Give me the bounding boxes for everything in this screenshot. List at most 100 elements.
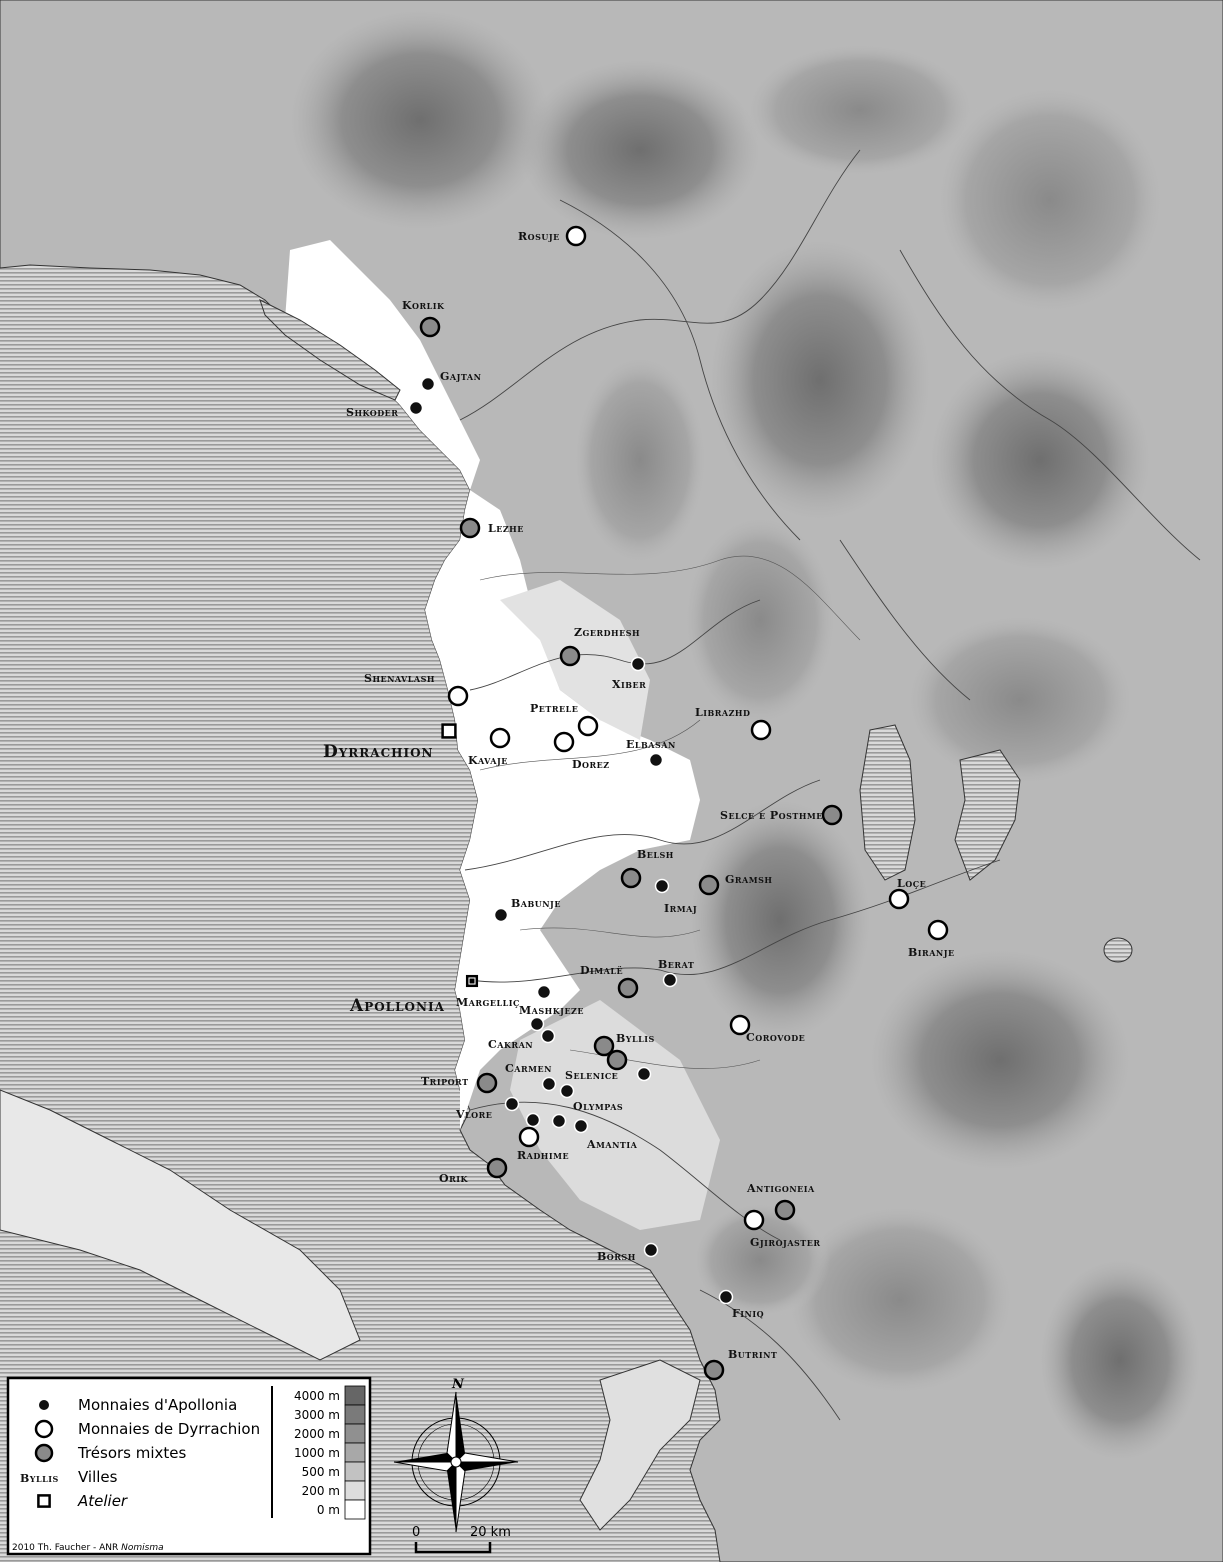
site-finiq: Finiq — [718, 1289, 764, 1320]
site-label: Petrele — [530, 702, 578, 715]
site-borsh: Borsh — [597, 1242, 659, 1263]
site-byllis: Byllis — [593, 1032, 655, 1057]
legend-marker — [37, 1494, 51, 1508]
borders — [479, 555, 861, 1069]
site-margelli-: Margelliç — [456, 984, 552, 1009]
site-marker — [565, 225, 587, 247]
lake-small — [1103, 937, 1133, 963]
legend-marker — [34, 1443, 54, 1463]
elevation-swatch — [344, 1480, 366, 1501]
site-label: Antigoneia — [746, 1182, 815, 1195]
site-marker — [493, 907, 509, 923]
legend-city-sample: Byllis — [20, 1472, 59, 1485]
scale-end-label: 20 km — [470, 1525, 511, 1540]
site-label: Elbasan — [626, 738, 676, 751]
site-marker — [559, 645, 581, 667]
site-biranje: Biranje — [908, 919, 954, 959]
site-marker — [750, 719, 772, 741]
elevation-step: 1000 m — [294, 1442, 366, 1463]
site-lezhe: Lezhe — [459, 517, 523, 539]
site-marker — [476, 1072, 498, 1094]
northern-plain — [285, 240, 480, 490]
elevation-step: 0 m — [317, 1499, 366, 1520]
site-label: Borsh — [597, 1250, 636, 1263]
site-amantia: Amantia — [573, 1118, 637, 1151]
site-lo-e: Loçe — [888, 877, 926, 910]
site-babunje: Babunje — [493, 897, 560, 923]
site-marker — [698, 874, 720, 896]
site-marker — [486, 1157, 508, 1179]
site-marker — [888, 888, 910, 910]
scale-start-label: 0 — [412, 1525, 420, 1540]
legend-box — [6, 1376, 372, 1556]
sites-layer: RosujeKorlikGajtanShkoderLezheZgerdheshX… — [346, 225, 954, 1381]
site-orik: Orik — [439, 1157, 508, 1185]
site-label: Finiq — [732, 1307, 764, 1320]
elevation-swatch — [344, 1423, 366, 1444]
site-marker — [559, 1083, 575, 1099]
site-label: Gjirojaster — [750, 1236, 821, 1249]
site-olympas: Olympas — [525, 1100, 623, 1128]
site-selce-e-posthme: Selce e Posthme — [720, 804, 843, 826]
site-marker — [703, 1359, 725, 1381]
site-marker — [821, 804, 843, 826]
rivers — [459, 149, 1201, 1421]
legend-label: Atelier — [77, 1492, 128, 1510]
site-marker — [606, 1049, 628, 1071]
site-kavaje: Kavaje — [468, 727, 511, 767]
corfu-island — [579, 1359, 701, 1531]
site-belsh: Belsh — [620, 848, 674, 889]
elevation-label: 500 m — [302, 1465, 340, 1479]
site-label: Mashkjeze — [519, 1004, 584, 1017]
site-label: Radhime — [517, 1149, 569, 1162]
legend-marker — [37, 1398, 51, 1412]
site-label: Cakran — [488, 1038, 533, 1051]
site-marker — [927, 919, 949, 941]
site-marker — [636, 1066, 652, 1082]
site-elbasan: Elbasan — [626, 738, 676, 768]
site-label: Berat — [658, 958, 694, 971]
site-marker — [617, 977, 639, 999]
site-marker — [729, 1014, 751, 1036]
site-triport: Triport — [421, 1072, 498, 1094]
site-irmaj: Irmaj — [654, 878, 697, 915]
elevation-step: 2000 m — [294, 1423, 366, 1444]
elevation-label: 0 m — [317, 1503, 340, 1517]
site-korlik: Korlik — [402, 299, 445, 338]
site-marker — [447, 685, 469, 707]
city-apollonia: Apollonia — [349, 974, 479, 1016]
site-marker — [420, 376, 436, 392]
site-marker — [551, 1113, 567, 1129]
site-label: Byllis — [616, 1032, 655, 1045]
site-marker — [504, 1096, 520, 1112]
site-marker — [648, 752, 664, 768]
site-label: Zgerdhesh — [574, 626, 640, 639]
legend-label: Monnaies d'Apollonia — [78, 1396, 237, 1414]
legend-item-mixed: Trésors mixtes — [34, 1443, 187, 1463]
site-label: Gajtan — [440, 370, 481, 383]
site-marker — [553, 731, 575, 753]
site-xiber: Xiber — [612, 656, 646, 691]
site-marker — [718, 1289, 734, 1305]
atelier-marker — [441, 723, 457, 739]
site-marker — [529, 1016, 545, 1032]
elevation-step: 4000 m — [294, 1385, 366, 1406]
legend-item-apollonia: Monnaies d'Apollonia — [37, 1396, 237, 1414]
site-label: Dorez — [572, 758, 610, 771]
site-label: Belsh — [637, 848, 674, 861]
site-marker — [419, 316, 441, 338]
site-marker — [630, 656, 646, 672]
legend-label: Monnaies de Dyrrachion — [78, 1420, 260, 1438]
city-label: Apollonia — [349, 996, 445, 1016]
site-marker — [662, 972, 678, 988]
site-marker — [593, 1035, 615, 1057]
site-marker — [643, 1242, 659, 1258]
elevation-step: 200 m — [302, 1480, 366, 1501]
site-dorez: Dorez — [553, 731, 610, 771]
site-label: Irmaj — [664, 902, 697, 915]
site-label: Shkoder — [346, 406, 398, 419]
italy-coast — [0, 1089, 361, 1361]
site-berat: Berat — [658, 958, 694, 988]
